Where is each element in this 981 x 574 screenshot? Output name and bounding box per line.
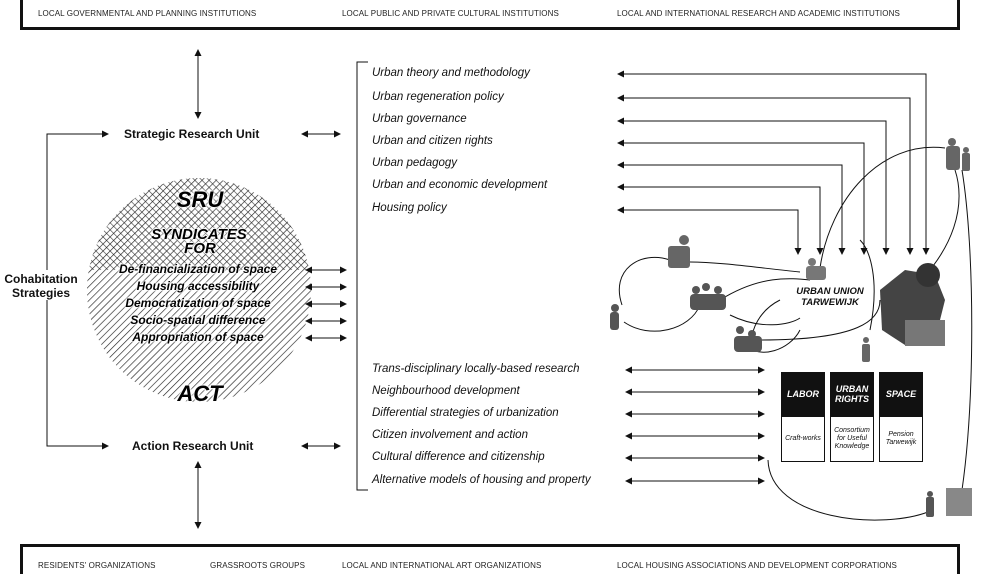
syndicate-item: Democratization of space <box>125 296 271 310</box>
research-topic: Urban theory and methodology <box>372 67 530 79</box>
figure-photo-7 <box>946 138 970 171</box>
action-topic: Trans-disciplinary locally-based researc… <box>372 363 580 375</box>
research-topic: Urban governance <box>372 113 467 125</box>
top-institution-label: LOCAL PUBLIC AND PRIVATE CULTURAL INSTIT… <box>342 9 559 18</box>
figure-photo-1 <box>610 304 619 330</box>
labor-box-head: LABOR <box>781 372 825 416</box>
figure-photo-4 <box>806 258 826 280</box>
sphere-syndicates-label: SYNDICATES <box>151 226 247 243</box>
top-institution-label: LOCAL GOVERNMENTAL AND PLANNING INSTITUT… <box>38 9 257 18</box>
figure-photo-5 <box>734 326 762 352</box>
urban-rights-box-body: Consortium for Useful Knowledge <box>830 416 874 462</box>
bottom-institution-label: RESIDENTS' ORGANIZATIONS <box>38 561 156 570</box>
urban-union-line2: TARWEWIJK <box>801 297 859 308</box>
space-box-body: Pension Tarwewijk <box>879 416 923 462</box>
syndicate-item: De-financialization of space <box>118 262 278 276</box>
research-topic: Housing policy <box>372 202 447 214</box>
action-research-unit-label: Action Research Unit <box>132 439 254 453</box>
sphere-act-label: ACT <box>177 381 223 406</box>
bottom-institution-label: LOCAL HOUSING ASSOCIATIONS AND DEVELOPME… <box>617 561 897 570</box>
action-topic: Cultural difference and citizenship <box>372 451 545 463</box>
urban-union-line1: URBAN UNION <box>796 286 864 297</box>
cohabitation-strategies-label: Cohabitation Strategies <box>4 272 78 300</box>
research-topic: Urban pedagogy <box>372 157 458 169</box>
labor-box-body: Craft-works <box>781 416 825 462</box>
syndicate-item: Socio-spatial difference <box>130 313 266 327</box>
research-topic: Urban regeneration policy <box>372 91 504 103</box>
sphere-for-label: FOR <box>184 240 216 257</box>
building-photo <box>880 263 945 346</box>
space-box-head: SPACE <box>879 372 923 416</box>
figure-photo-3 <box>690 283 726 310</box>
strategic-research-unit-label: Strategic Research Unit <box>124 127 260 141</box>
action-topic: Alternative models of housing and proper… <box>372 474 591 486</box>
sphere-sru-label: SRU <box>176 187 224 212</box>
figure-photo-6 <box>862 337 870 362</box>
top-institutions-frame <box>20 0 960 30</box>
figure-photo-8 <box>926 488 972 517</box>
syndicate-item: Appropriation of space <box>132 330 264 344</box>
action-topic: Neighbourhood development <box>372 385 520 397</box>
research-topic: Urban and citizen rights <box>372 135 493 147</box>
bottom-institutions-frame <box>20 544 960 574</box>
research-topic: Urban and economic development <box>372 179 548 191</box>
syndicate-item: Housing accessibility <box>136 279 260 293</box>
figure-photo-2 <box>668 235 690 268</box>
bottom-institution-label: LOCAL AND INTERNATIONAL ART ORGANIZATION… <box>342 561 542 570</box>
action-topic: Citizen involvement and action <box>372 429 528 441</box>
urban-union-title: URBAN UNION TARWEWIJK <box>780 286 880 308</box>
bottom-institution-label: GRASSROOTS GROUPS <box>210 561 306 570</box>
top-institution-label: LOCAL AND INTERNATIONAL RESEARCH AND ACA… <box>617 9 900 18</box>
urban-rights-box-head: URBAN RIGHTS <box>830 372 874 416</box>
action-topic: Differential strategies of urbanization <box>372 407 559 419</box>
